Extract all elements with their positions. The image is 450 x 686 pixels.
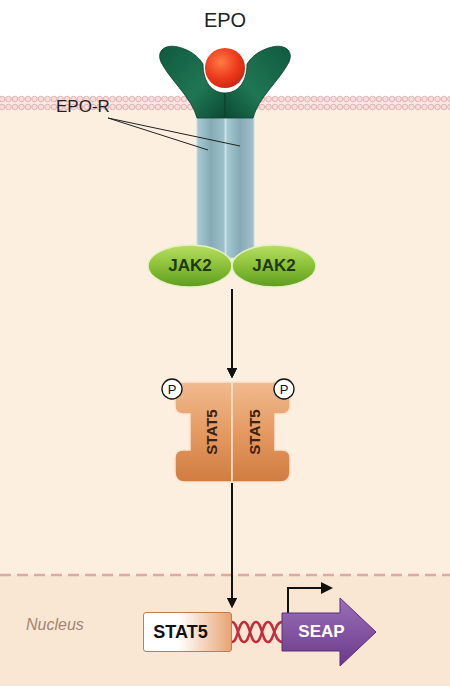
ligand-label: EPO [204, 9, 246, 32]
node-label: JAK2 [168, 256, 211, 276]
node-label: SEAP [298, 622, 344, 642]
node-label: P [280, 382, 289, 397]
node-label: P [168, 382, 177, 397]
receptor-heads [160, 46, 291, 118]
arrow-head [227, 368, 237, 378]
arrow-line [231, 289, 233, 370]
nucleus-area [0, 575, 450, 686]
signal-arrow [227, 289, 237, 378]
arrow-line [231, 483, 233, 600]
arrow-head [227, 368, 237, 378]
jak2-kinase: JAK2 [231, 244, 317, 288]
receptor-label: EPO-R [56, 97, 110, 117]
arrow-line [231, 289, 233, 370]
arrow-head [227, 598, 237, 608]
node-label: STAT5 [153, 622, 207, 643]
stat5-monomer: STAT5P [175, 382, 232, 482]
stat5-monomer: STAT5 P [232, 382, 290, 482]
arrow-head [227, 368, 237, 378]
jak2-kinase: JAK2 [147, 244, 233, 288]
arrow-head [227, 368, 237, 378]
node-label: JAK2 [252, 256, 295, 276]
epo-ligand [205, 48, 245, 88]
dna-helix [232, 622, 282, 642]
arrow-line [231, 289, 233, 370]
receptor-stalks [197, 96, 254, 258]
seap-reporter-gene: SEAP [282, 598, 376, 666]
arrow-line [231, 483, 233, 600]
phosphate-circle: P [273, 378, 295, 400]
signal-arrow [227, 289, 237, 378]
nuclear-envelope [0, 574, 450, 577]
stat5-binding-element: STAT5 [143, 612, 232, 652]
arrow-line [231, 289, 233, 370]
signal-arrow [227, 483, 237, 608]
compartment-label: Nucleus [26, 616, 84, 634]
node-label: STAT5 [203, 409, 220, 454]
node-label: STAT5 [245, 409, 262, 454]
signal-arrow [227, 289, 237, 378]
leader-line [108, 118, 240, 150]
promoter-arrow [288, 582, 333, 614]
arrow-head [227, 598, 237, 608]
signal-arrow [227, 483, 237, 608]
signal-arrow [227, 289, 237, 378]
phosphate-circle: P [161, 378, 183, 400]
